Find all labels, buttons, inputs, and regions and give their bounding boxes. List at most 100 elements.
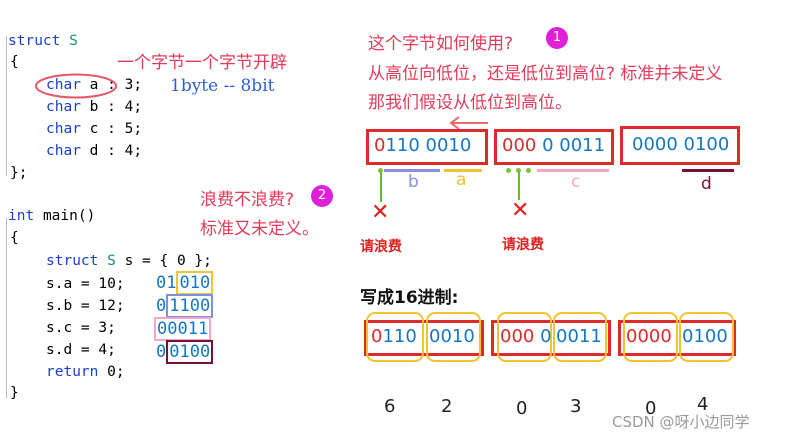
usage-line-3: 那我们假设从低位到高位。 — [368, 93, 572, 113]
waste-badge: 2 — [311, 185, 333, 207]
hex-digit-4: 3 — [570, 396, 582, 417]
nibble-1-bits: 110 — [382, 326, 417, 347]
keyword-char: char — [46, 77, 81, 93]
nibble-5: 0000 — [626, 326, 672, 347]
binary-prefix-b: 0 — [156, 296, 167, 316]
waste-label-2: 请浪费 — [502, 237, 544, 253]
main-signature: main() — [42, 208, 96, 224]
nibble-ring-6 — [679, 312, 734, 362]
binary-prefix-a: 01 — [156, 273, 177, 293]
field-label-b: b — [408, 172, 419, 192]
keyword-char: char — [46, 143, 81, 159]
binary-value-c: 00011 — [154, 317, 212, 341]
field-bar-c — [537, 169, 609, 172]
field-label-a: a — [456, 170, 467, 190]
return-value: 0; — [107, 364, 125, 380]
byte-3-used-bits: 0000 0100 — [632, 134, 730, 155]
field-bar-a — [444, 169, 482, 172]
code-assign-b: s.b = 12; — [46, 298, 125, 314]
byte-1-waste-bits: 0 — [374, 135, 386, 156]
byte-box-2: 000 0 0011 — [494, 129, 614, 165]
byte-1-used-bits: 110 0010 — [385, 135, 472, 156]
nibble-ring-4 — [553, 312, 607, 362]
struct-name: S — [107, 253, 116, 269]
nibble-2: 0010 — [429, 326, 475, 347]
nibble-ring-1 — [366, 312, 424, 362]
keyword-char: char — [46, 99, 81, 115]
usage-badge: 1 — [546, 27, 568, 49]
struct-name: S — [69, 33, 78, 49]
byte-by-byte-note: 一个字节一个字节开辟 — [117, 53, 287, 73]
code-decl: struct S s = { 0 }; — [46, 253, 212, 269]
nibble-3-waste: 000 — [500, 326, 535, 347]
waste-label-1: 请浪费 — [360, 239, 402, 255]
field-bar-b — [384, 169, 440, 172]
field-bar-d — [682, 169, 734, 172]
binary-boxed-b: 1100 — [166, 294, 214, 318]
field-name-d: d — [89, 143, 99, 159]
nibble-6-bits: 0100 — [682, 326, 728, 347]
hex-digit-5: 0 — [645, 398, 657, 419]
nibble-1-waste: 0 — [371, 326, 383, 347]
hex-digit-6: 4 — [697, 394, 709, 415]
code-brace-close-struct: }; — [10, 165, 28, 181]
byte-box-1: 0110 0010 — [366, 129, 488, 165]
watermark: CSDN @呀小边同学 — [612, 413, 750, 431]
keyword-struct: struct — [8, 33, 61, 49]
char-a-highlight-ellipse — [35, 73, 117, 99]
field-name-c: c — [89, 121, 99, 137]
code-line-main: int main() — [8, 208, 95, 224]
waste-x-2-icon: ✕ — [511, 198, 530, 223]
waste-dot-2b — [516, 168, 521, 173]
waste-line-1 — [380, 172, 382, 202]
waste-x-1-icon: ✕ — [371, 200, 390, 225]
nibble-3: 000 0 — [500, 326, 552, 347]
field-label-d: d — [701, 174, 712, 194]
hex-digit-2: 2 — [441, 396, 453, 417]
code-field-a: char a : 3; — [46, 77, 142, 93]
usage-question: 这个字节如何使用? — [368, 34, 514, 54]
nibble-5-waste: 0000 — [626, 326, 672, 347]
waste-dot-2a — [506, 168, 511, 173]
code-line-struct: struct S — [8, 33, 78, 49]
keyword-return: return — [46, 364, 99, 380]
keyword-struct: struct — [46, 253, 99, 269]
byte-2-used-bits: 0 0011 — [536, 135, 606, 156]
byte-2-waste-bits: 000 — [502, 135, 537, 156]
decl-rest: s = { 0 }; — [124, 253, 212, 269]
waste-dot-2c — [526, 168, 531, 173]
nibble-ring-3 — [497, 312, 552, 362]
waste-note: 标准又未定义。 — [200, 219, 319, 239]
code-return: return 0; — [46, 364, 125, 380]
binary-prefix-d: 0 — [156, 342, 167, 362]
binary-boxed-d: 0100 — [166, 340, 214, 364]
code-field-b: char b : 4; — [46, 99, 142, 115]
code-brace-open-main: { — [10, 230, 19, 246]
binary-boxed-a: 010 — [176, 271, 214, 295]
field-bits-c: : 5; — [107, 121, 143, 137]
nibble-ring-5 — [623, 312, 678, 362]
waste-dot-1 — [378, 168, 383, 173]
hex-title: 写成16进制: — [360, 288, 459, 308]
code-assign-d: s.d = 4; — [46, 342, 116, 358]
field-bits-d: : 4; — [107, 143, 143, 159]
usage-line-2: 从高位向低位，还是低位到高位? 标准并未定义 — [368, 64, 723, 84]
code-brace-close-main: } — [10, 385, 19, 401]
code-assign-c: s.c = 3; — [46, 320, 116, 336]
waste-line-2 — [518, 172, 520, 200]
nibble-4-bits: 0011 — [556, 326, 602, 347]
code-brace-open: { — [10, 54, 19, 70]
byte-box-3: 0000 0100 — [620, 126, 740, 165]
direction-arrow-icon — [449, 116, 488, 130]
keyword-char: char — [46, 121, 81, 137]
hex-digit-3: 0 — [516, 398, 528, 419]
field-bits-b: : 4; — [107, 99, 143, 115]
nibble-1: 0110 — [371, 326, 417, 347]
keyword-int: int — [8, 208, 35, 224]
hex-digit-1: 6 — [384, 396, 396, 417]
byte-bits-note: 1byte -- 8bit — [170, 76, 275, 96]
field-label-c: c — [571, 172, 581, 192]
